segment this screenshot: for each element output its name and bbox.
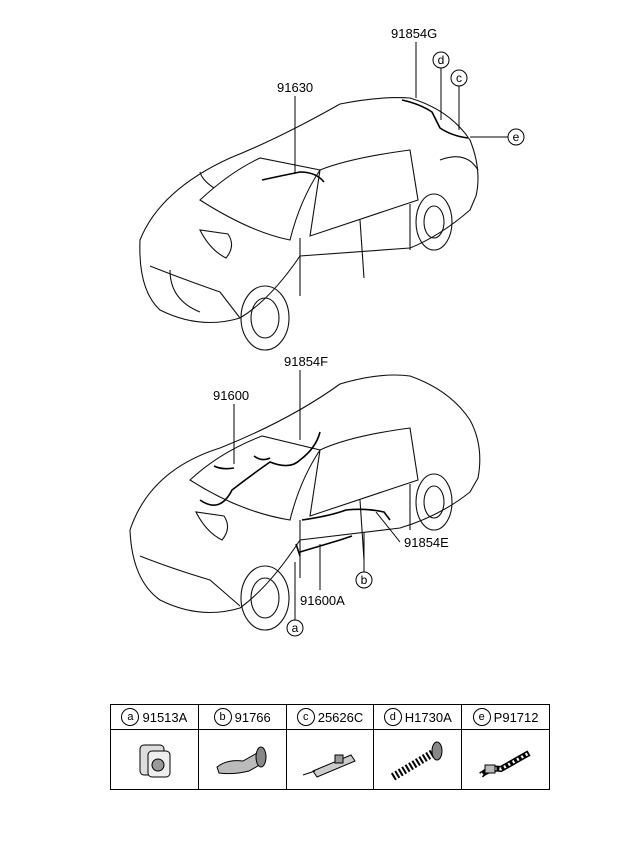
top-car-illustration [139, 97, 479, 351]
callout-d: d [432, 51, 450, 69]
clip-tube-icon [302, 753, 356, 778]
svg-text:a: a [292, 621, 299, 635]
part-code: H1730A [404, 709, 452, 725]
svg-text:e: e [513, 130, 520, 144]
label-91854F: 91854F [284, 354, 328, 369]
legend-letter: e [472, 708, 491, 726]
label-91600: 91600 [213, 388, 249, 403]
label-91854G: 91854G [391, 26, 437, 41]
svg-text:b: b [361, 573, 368, 587]
label-91600A: 91600A [300, 593, 345, 608]
callout-b: b [355, 571, 373, 589]
callout-a: a [286, 619, 304, 637]
grommet-icon [139, 744, 171, 777]
bottom-car-illustration [129, 374, 481, 631]
svg-text:c: c [456, 71, 462, 85]
callout-e: e [507, 128, 525, 146]
label-91854E: 91854E [404, 535, 449, 550]
part-code: 91513A [142, 709, 188, 725]
corrugated-tube-icon [390, 741, 443, 780]
part-code: 91766 [234, 709, 271, 725]
label-91630: 91630 [277, 80, 313, 95]
boot-grommet-icon [216, 746, 267, 774]
legend-letter: d [383, 708, 402, 726]
callout-c: c [450, 69, 468, 87]
legend-letter: c [296, 708, 315, 726]
legend-letter: a [121, 708, 140, 726]
svg-text:d: d [438, 53, 445, 67]
part-code: 25626C [317, 709, 364, 725]
legend-letter: b [213, 708, 232, 726]
part-code: P91712 [493, 709, 539, 725]
wire-protector-icon [478, 749, 531, 777]
leader-lines [233, 42, 508, 620]
